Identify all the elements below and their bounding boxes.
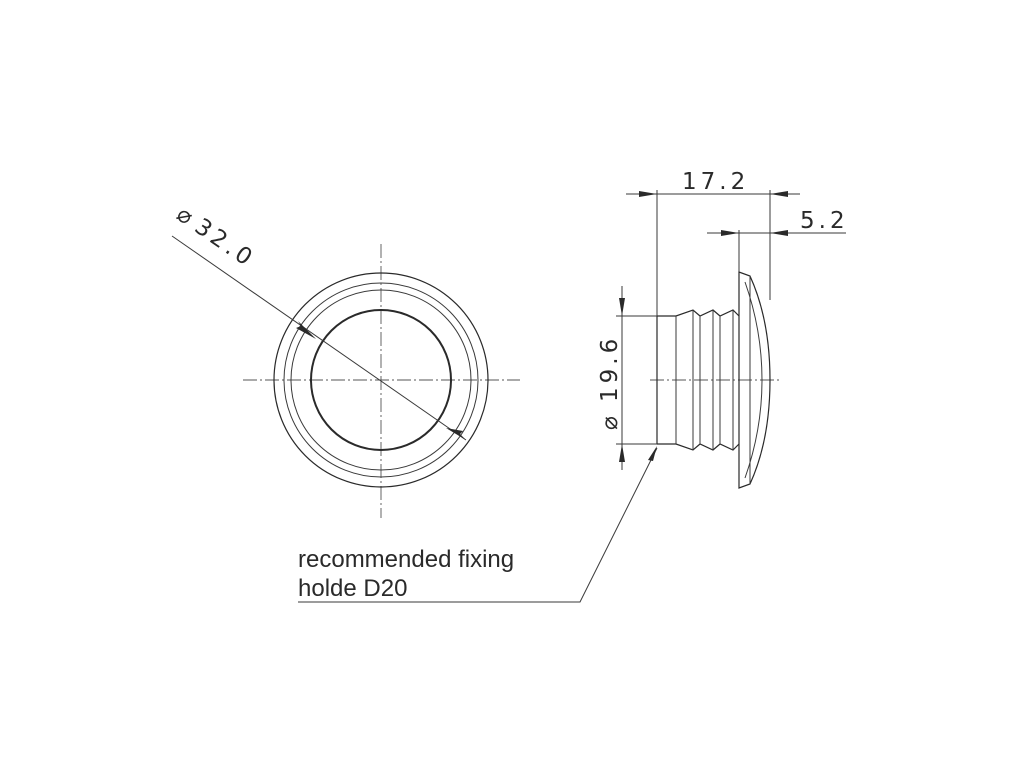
dim-19-6-symbol: ⌀ — [597, 412, 623, 430]
dim-5-2-arrow-right — [770, 230, 788, 236]
fixing-hole-note: recommended fixing holde D20 — [298, 446, 658, 603]
diameter-32-arrow-2 — [446, 428, 466, 440]
dim-19-6-arrow-bottom — [619, 444, 625, 462]
note-leader-line — [298, 447, 658, 603]
head-outline — [738, 271, 771, 489]
note-line-1: recommended fixing — [298, 546, 514, 573]
diameter-32-value: 32.0 — [190, 214, 260, 274]
diameter-32-leader — [171, 235, 467, 441]
outer-rim-circle — [273, 272, 489, 488]
dim-17-2-arrow-right — [770, 191, 788, 197]
lens-circle — [310, 309, 452, 451]
rim-step-circle-1 — [283, 282, 479, 478]
side-view: 17.2 5.2 ⌀ 19.6 — [597, 169, 849, 489]
rim-step-circle-2 — [290, 289, 472, 471]
dim-19-6-arrow-top — [619, 298, 625, 316]
dim-5-2-text: 5.2 — [800, 208, 849, 234]
dim-5-2-arrow-left — [721, 230, 739, 236]
dim-17-2-text: 17.2 — [682, 169, 749, 195]
diameter-32-arrow-1 — [296, 321, 316, 339]
note-line-2: holde D20 — [298, 575, 407, 602]
dim-19-6-text: 19.6 — [597, 335, 623, 402]
head-inner-curve — [744, 281, 763, 479]
note-leader-arrow — [648, 446, 657, 461]
shank-outline — [656, 309, 740, 451]
dim-17-2-arrow-left — [639, 191, 657, 197]
front-view: ⌀ 32.0 — [172, 201, 520, 518]
